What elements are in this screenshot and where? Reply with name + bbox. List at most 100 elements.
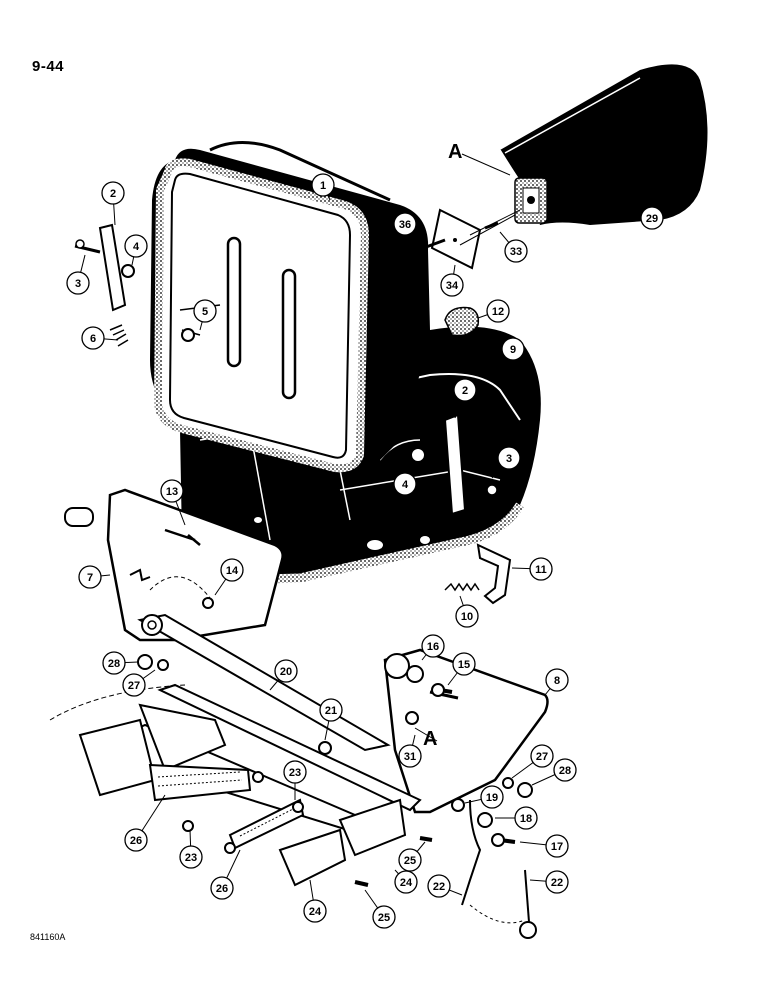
callout-circle (394, 870, 418, 894)
callout-circle (66, 271, 90, 295)
callout-number: 19 (486, 792, 498, 804)
callout-number: 5 (202, 306, 208, 318)
callout-28: 28 (531, 758, 577, 786)
callout-14: 14 (214, 558, 244, 596)
reference-letter: A (423, 728, 437, 750)
callout-24: 24 (303, 879, 327, 923)
callout-25: 25 (398, 841, 426, 872)
callout-number: 24 (400, 877, 413, 889)
mounting-plate (417, 208, 521, 270)
callout-17: 17 (519, 834, 569, 858)
callout-number: 6 (90, 333, 96, 345)
callout-number: 4 (133, 241, 140, 253)
callout-circle (398, 848, 422, 872)
callout-number: 10 (461, 611, 473, 623)
callout-number: 13 (166, 486, 178, 498)
callout-circle (486, 299, 510, 323)
latch (476, 543, 512, 605)
callout-7: 7 (78, 565, 111, 589)
callout-24: 24 (394, 869, 418, 894)
callout-number: 16 (427, 641, 439, 653)
callout-circle (497, 446, 521, 470)
callout-31: 31 (398, 734, 422, 768)
callout-circle (81, 326, 105, 350)
callout-circle (545, 668, 569, 692)
callout-27: 27 (122, 669, 156, 697)
callout-15: 15 (447, 652, 476, 686)
callout-3: 3 (491, 446, 521, 479)
callout-16: 16 (421, 634, 445, 661)
callout-number: 28 (559, 765, 571, 777)
callout-27: 27 (511, 744, 554, 779)
callout-9: 9 (489, 337, 525, 361)
callout-number: 25 (378, 912, 390, 924)
callout-number: 17 (551, 841, 563, 853)
callout-circle (453, 378, 477, 402)
callout-2: 2 (453, 378, 477, 419)
callout-2: 2 (101, 181, 125, 226)
callout-25: 25 (364, 889, 396, 929)
callout-19: 19 (464, 785, 504, 809)
callout-28: 28 (102, 651, 139, 675)
callout-number: 26 (216, 883, 228, 895)
callout-circle (530, 744, 554, 768)
callout-number: 21 (325, 705, 337, 717)
callout-12: 12 (477, 299, 510, 323)
callout-number: 33 (510, 246, 522, 258)
callout-36: 36 (393, 212, 421, 249)
callout-4: 4 (393, 461, 417, 496)
callout-34: 34 (440, 264, 464, 297)
callout-number: 3 (75, 278, 81, 290)
page-number: 9-44 (32, 58, 65, 75)
seat-back (150, 141, 430, 473)
hinge-bracket-left (74, 223, 135, 347)
callout-number: 34 (446, 280, 459, 292)
callout-number: 7 (87, 572, 93, 584)
callout-18: 18 (495, 806, 538, 830)
callout-number: 36 (399, 219, 411, 231)
callout-26: 26 (124, 794, 166, 852)
callout-33: 33 (499, 231, 528, 263)
callout-number: 8 (554, 675, 560, 687)
callout-10: 10 (455, 595, 479, 628)
callout-1: 1 (311, 173, 335, 201)
callout-20: 20 (269, 659, 298, 691)
callout-circle (372, 905, 396, 929)
callout-5: 5 (193, 299, 217, 331)
callout-26: 26 (210, 849, 241, 900)
callout-number: 31 (404, 751, 416, 763)
callout-29: 29 (639, 204, 664, 230)
callout-23: 23 (179, 829, 203, 869)
callout-number: 4 (402, 479, 409, 491)
callout-circle (179, 845, 203, 869)
drawing-code: 841160A (30, 932, 66, 942)
callout-circle (421, 634, 445, 658)
callout-circle (545, 834, 569, 858)
callout-circle (393, 212, 417, 236)
callout-circle (101, 181, 125, 205)
callout-circle (398, 744, 422, 768)
callout-circle (452, 652, 476, 676)
callout-number: 28 (108, 658, 120, 670)
hinge-bracket-right (410, 413, 498, 516)
slide-rails (49, 683, 422, 887)
callout-3: 3 (66, 254, 90, 295)
fasteners (137, 597, 533, 887)
callout-circle (553, 758, 577, 782)
callout-circle (124, 234, 148, 258)
right-side-plate (383, 648, 549, 814)
release-cable (461, 799, 537, 939)
callout-number: 23 (289, 767, 301, 779)
callout-circle (193, 299, 217, 323)
callout-circle (319, 698, 343, 722)
callout-circle (514, 806, 538, 830)
callout-circle (311, 173, 335, 197)
callout-number: 15 (458, 659, 470, 671)
callout-number: 27 (536, 751, 548, 763)
callout-circle (501, 337, 525, 361)
callout-22: 22 (427, 874, 463, 898)
callout-21: 21 (319, 698, 343, 741)
callout-circle (640, 206, 664, 230)
reference-letter-A: A (414, 727, 437, 750)
